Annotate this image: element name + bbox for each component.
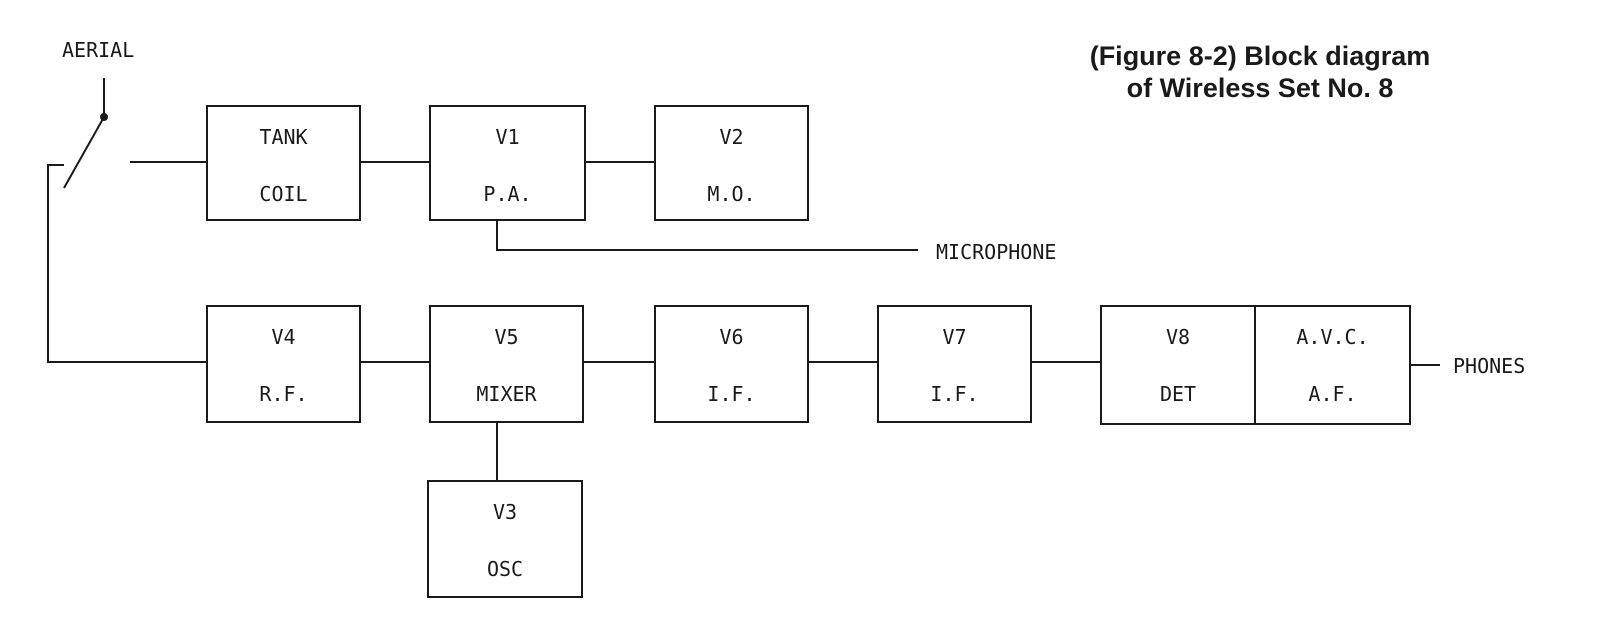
- figure-title: (Figure 8-2) Block diagram of Wireless S…: [1040, 40, 1480, 104]
- figure-title-line-2: of Wireless Set No. 8: [1126, 73, 1394, 103]
- block-avc-af-top: A.V.C.: [1296, 325, 1369, 349]
- block-v2-bottom: M.O.: [707, 182, 756, 206]
- block-v7-bottom: I.F.: [930, 382, 979, 406]
- block-v4-top: V4: [271, 325, 296, 349]
- block-v8-bottom: DET: [1159, 382, 1197, 406]
- block-avc-af: A.V.C. A.F.: [1254, 305, 1411, 425]
- block-tank-coil-bottom: COIL: [259, 182, 308, 206]
- block-v5: V5 MIXER: [429, 305, 584, 423]
- block-v3: V3 OSC: [427, 480, 583, 598]
- block-v3-top: V3: [492, 500, 518, 524]
- block-v4: V4 R.F.: [206, 305, 361, 423]
- block-v7: V7 I.F.: [877, 305, 1032, 423]
- block-v2-top: V2: [719, 125, 744, 149]
- block-v4-bottom: R.F.: [259, 382, 308, 406]
- block-v5-bottom: MIXER: [476, 382, 537, 406]
- block-avc-af-bottom: A.F.: [1308, 382, 1357, 406]
- phones-label: PHONES: [1453, 354, 1526, 378]
- block-v1: V1 P.A.: [429, 105, 586, 221]
- figure-title-line-1: (Figure 8-2) Block diagram: [1089, 41, 1431, 71]
- block-v8-top: V8: [1165, 325, 1191, 349]
- block-v3-bottom: OSC: [486, 557, 524, 581]
- block-tank-coil-top: TANK: [259, 125, 308, 149]
- aerial-label: AERIAL: [62, 38, 135, 62]
- wire-aerial-receiver: [47, 164, 207, 363]
- block-v6-top: V6: [719, 325, 744, 349]
- block-v2: V2 M.O.: [654, 105, 809, 221]
- aerial-switch: [63, 116, 105, 189]
- block-v6: V6 I.F.: [654, 305, 809, 423]
- block-v7-top: V7: [942, 325, 967, 349]
- block-tank-coil: TANK COIL: [206, 105, 361, 221]
- block-v1-bottom: P.A.: [483, 182, 532, 206]
- microphone-label: MICROPHONE: [936, 240, 1057, 264]
- block-v5-top: V5: [494, 325, 519, 349]
- block-v8: V8 DET: [1100, 305, 1256, 425]
- block-v1-top: V1: [495, 125, 520, 149]
- wire-v1-microphone: [496, 220, 918, 251]
- block-v6-bottom: I.F.: [707, 382, 756, 406]
